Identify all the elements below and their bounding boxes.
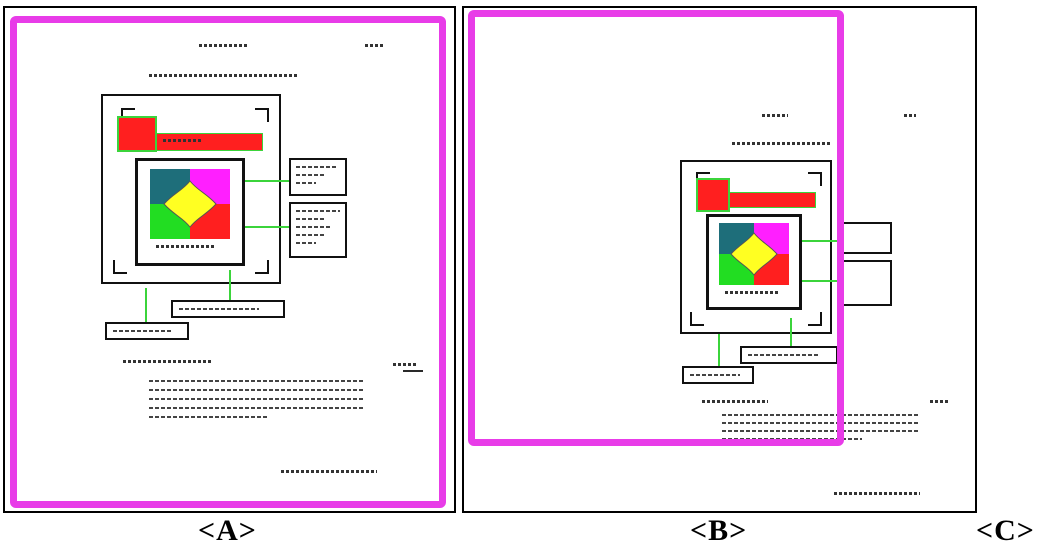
corner-mark (255, 108, 269, 122)
title-line (149, 74, 299, 77)
footer-text (281, 470, 377, 473)
callout-box (682, 366, 754, 384)
caption-c: <C> (976, 514, 1035, 547)
section-heading (702, 400, 768, 403)
highlight-frame (468, 10, 844, 446)
red-square (117, 116, 157, 152)
highlight-frame (10, 16, 446, 508)
margin-note (393, 363, 417, 366)
callout-box (838, 222, 892, 254)
header-mark-left (762, 114, 788, 117)
connector-line (718, 334, 720, 366)
title-line (732, 142, 832, 145)
corner-mark (121, 108, 135, 122)
caption-b: <B> (690, 514, 748, 547)
body-text-line (149, 416, 269, 418)
callout-box (838, 260, 892, 306)
margin-note (930, 400, 950, 403)
callout-box (289, 202, 347, 258)
panel-a (3, 6, 456, 513)
body-text-line (149, 389, 365, 391)
red-bar-text (163, 139, 203, 142)
corner-mark (255, 260, 269, 274)
body-text-line (149, 380, 365, 382)
connector-line (229, 270, 231, 300)
caption-a: <A> (198, 514, 257, 547)
callout-box (105, 322, 189, 340)
body-text-line (149, 407, 365, 409)
body-text-line (722, 430, 918, 432)
connector-line (802, 280, 838, 282)
image-frame (135, 158, 245, 266)
image-frame (706, 214, 802, 310)
image-caption (725, 291, 779, 294)
callout-box (171, 300, 285, 318)
connector-line (802, 240, 838, 242)
corner-mark (690, 312, 704, 326)
connector-line (145, 288, 147, 322)
corner-mark (808, 172, 822, 186)
margin-rule (403, 370, 423, 372)
image-caption (156, 245, 216, 248)
body-text-line (149, 398, 365, 400)
footer-text (834, 492, 920, 495)
callout-box (740, 346, 838, 364)
callout-box (289, 158, 347, 196)
header-mark-right (365, 44, 385, 47)
header-mark-right (904, 114, 916, 117)
red-square (696, 178, 730, 212)
connector-line (245, 180, 289, 182)
quadrant-art (150, 169, 230, 239)
panel-b (462, 6, 977, 513)
corner-mark (808, 312, 822, 326)
connector-line (245, 226, 289, 228)
body-text-line (722, 422, 918, 424)
connector-line (790, 318, 792, 348)
section-heading (123, 360, 213, 363)
corner-mark (113, 260, 127, 274)
header-mark-left (199, 44, 249, 47)
body-text-line (722, 414, 918, 416)
quadrant-art (719, 223, 789, 285)
